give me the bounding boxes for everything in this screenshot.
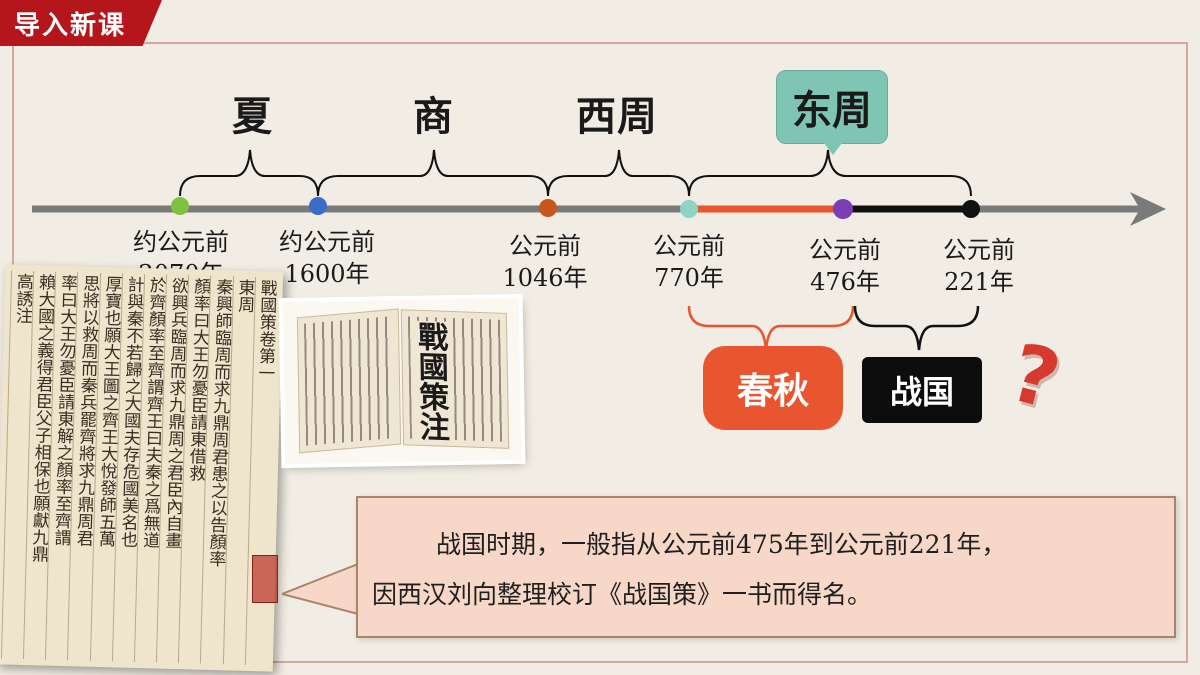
date-prefix: 公元前 bbox=[653, 232, 725, 260]
timeline-dot-770 bbox=[680, 200, 698, 218]
date-prefix: 约公元前 bbox=[279, 228, 375, 256]
date-label-221: 公元前 221年 bbox=[914, 234, 1044, 298]
callout-pointer bbox=[282, 562, 360, 616]
date-label-1046: 公元前 1046年 bbox=[480, 230, 610, 294]
date-year: 221年 bbox=[944, 268, 1014, 296]
brace-xizhou bbox=[547, 149, 690, 197]
red-seal-stamp bbox=[252, 555, 278, 603]
brace-zhanguo-lower bbox=[853, 305, 980, 351]
date-year: 476年 bbox=[810, 268, 880, 296]
date-prefix: 约公元前 bbox=[133, 228, 229, 256]
book-photo-right-page: 戰國策注 bbox=[400, 309, 510, 449]
callout-text: 战国时期，一般指从公元前475年到公元前221年， 因西汉刘向整理校订《战国策》… bbox=[372, 520, 1160, 620]
date-label-770: 公元前 770年 bbox=[624, 230, 754, 294]
date-prefix: 公元前 bbox=[509, 232, 581, 260]
callout-line-2: 因西汉刘向整理校订《战国策》一书而得名。 bbox=[372, 580, 873, 609]
date-year: 770年 bbox=[654, 264, 724, 292]
brace-shang bbox=[317, 149, 549, 197]
callout-line-1: 战国时期，一般指从公元前475年到公元前221年， bbox=[436, 530, 1007, 559]
dynasty-shang: 商 bbox=[413, 93, 454, 140]
book-photo-text-lines bbox=[303, 316, 394, 446]
section-tag-label: 导入新课 bbox=[14, 10, 127, 41]
date-year: 1046年 bbox=[502, 264, 588, 292]
dynasty-xia: 夏 bbox=[232, 93, 273, 140]
brace-chunqiu-lower bbox=[687, 305, 855, 351]
book-photo-left-page bbox=[296, 308, 402, 454]
date-label-476: 公元前 476年 bbox=[780, 234, 910, 298]
period-chunqiu: 春秋 bbox=[736, 370, 809, 412]
date-prefix: 公元前 bbox=[943, 236, 1015, 264]
brace-dongzhou bbox=[688, 149, 972, 197]
period-chunqiu-box: 春秋 bbox=[703, 346, 843, 430]
dynasty-dongzhou-box: 东周 bbox=[776, 70, 888, 155]
timeline-dot-221 bbox=[962, 200, 980, 218]
brace-xia bbox=[179, 149, 319, 197]
date-prefix: 公元前 bbox=[809, 236, 881, 264]
timeline-dot-476 bbox=[833, 199, 853, 219]
dynasty-dongzhou: 东周 bbox=[792, 87, 872, 134]
timeline-arrowhead bbox=[1130, 192, 1166, 226]
explanation-callout: 战国时期，一般指从公元前475年到公元前221年， 因西汉刘向整理校订《战国策》… bbox=[356, 496, 1176, 638]
timeline-dot-1600 bbox=[309, 197, 327, 215]
timeline-dot-1046 bbox=[539, 199, 557, 217]
ancient-book-scan: 戰國策卷第一 東周 秦興師臨周而求九鼎周君患之以告顏率 顏率曰大王勿憂臣請東借救… bbox=[0, 264, 284, 672]
period-zhanguo: 战国 bbox=[889, 373, 954, 411]
section-tag: 导入新课 bbox=[0, 0, 162, 46]
date-year: 1600年 bbox=[284, 260, 370, 288]
date-label-1600: 约公元前 1600年 bbox=[262, 226, 392, 290]
book-scan-columns: 戰國策卷第一 東周 秦興師臨周而求九鼎周君患之以告顏率 顏率曰大王勿憂臣請東借救… bbox=[0, 270, 278, 666]
dynasty-xizhou: 西周 bbox=[576, 93, 658, 140]
book-photo-title: 戰國策注 bbox=[409, 320, 449, 442]
period-zhanguo-box: 战国 bbox=[862, 357, 982, 423]
timeline-dot-2070 bbox=[171, 197, 189, 215]
book-photo: 戰國策注 bbox=[282, 297, 522, 465]
